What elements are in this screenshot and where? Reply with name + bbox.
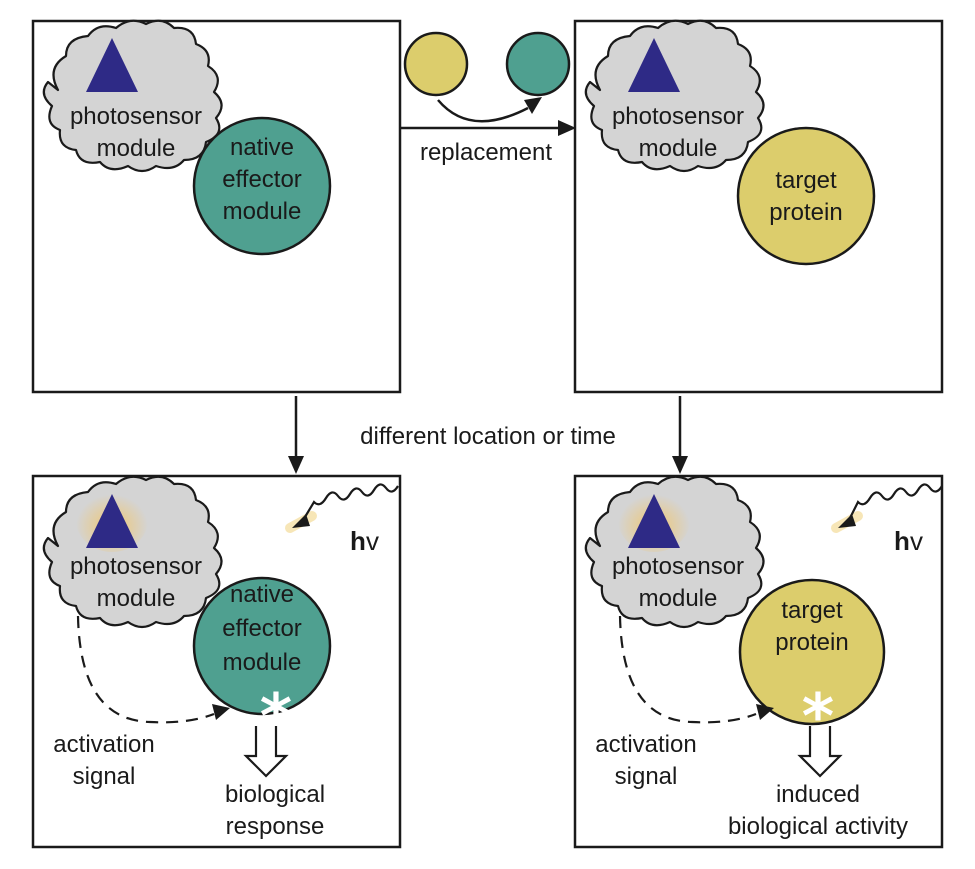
- response-label-1: biological: [225, 781, 325, 808]
- effector-label-3: module: [223, 198, 302, 225]
- response-label-2: response: [226, 813, 325, 840]
- target-label-2: protein: [769, 199, 842, 226]
- effector-label-3: module: [223, 649, 302, 676]
- swap-curve-arrow: [437, 99, 529, 123]
- photosensor-module-label: module: [639, 135, 718, 162]
- target-label-1: target: [781, 597, 843, 624]
- swap-teal-circle: [505, 31, 571, 97]
- light-wave: [301, 483, 399, 523]
- light-arrowhead: [292, 514, 310, 528]
- native-effector-circle: [192, 576, 332, 716]
- photosensor-label: photosensor: [70, 553, 202, 580]
- light-nu: v: [910, 526, 923, 556]
- activation-dashed-arrow: [618, 615, 757, 724]
- chromophore-triangle: [628, 38, 680, 92]
- photosensor-module-label: module: [97, 135, 176, 162]
- light-wave: [847, 483, 943, 523]
- light-nu: v: [366, 526, 379, 556]
- activation-label-2: signal: [615, 763, 678, 790]
- replacement-connector: replacement: [400, 31, 576, 166]
- target-label-2: protein: [775, 629, 848, 656]
- swap-arrowhead: [524, 97, 542, 114]
- photosensor-label: photosensor: [612, 553, 744, 580]
- down-connectors: different location or time: [288, 396, 688, 474]
- effector-label-2: effector: [222, 166, 302, 193]
- response-open-arrow: [243, 726, 289, 778]
- different-location-label: different location or time: [360, 423, 616, 450]
- photosensor-label: photosensor: [70, 103, 202, 130]
- light-h: h: [350, 526, 366, 556]
- activation-label-1: activation: [53, 731, 154, 758]
- down-arrowhead-left: [288, 456, 304, 474]
- chromophore-triangle: [86, 38, 138, 92]
- effector-label-1: native: [230, 134, 294, 161]
- target-protein-circle: [738, 578, 886, 726]
- swap-yellow-circle: [403, 31, 469, 97]
- replacement-label: replacement: [420, 139, 552, 166]
- activation-arrowhead: [756, 704, 774, 720]
- photosensor-cloud: [584, 19, 765, 173]
- native-effector-circle: [192, 116, 332, 256]
- photosensor-module-label: module: [639, 585, 718, 612]
- panel-top-left: photosensor module native effector modul…: [31, 19, 402, 394]
- panel-top-right: photosensor module target protein: [573, 19, 944, 394]
- activation-dashed-arrow: [76, 615, 215, 724]
- effector-label-1: native: [230, 581, 294, 608]
- photosensor-label: photosensor: [612, 103, 744, 130]
- activity-label-1: induced: [776, 781, 860, 808]
- target-label-1: target: [775, 167, 837, 194]
- activation-label-1: activation: [595, 731, 696, 758]
- down-arrowhead-right: [672, 456, 688, 474]
- activation-label-2: signal: [73, 763, 136, 790]
- activation-arrowhead: [212, 704, 230, 720]
- effector-label-2: effector: [222, 615, 302, 642]
- activity-open-arrow: [797, 726, 843, 778]
- chromophore-triangle: [86, 494, 138, 548]
- replacement-arrowhead: [558, 120, 576, 136]
- activity-label-2: biological activity: [728, 813, 908, 840]
- panel-bottom-right: photosensor module target protein * h v …: [573, 474, 944, 849]
- target-protein-circle: [736, 126, 876, 266]
- light-h: h: [894, 526, 910, 556]
- chromophore-triangle: [628, 494, 680, 548]
- light-arrowhead: [838, 514, 856, 528]
- photosensor-module-label: module: [97, 585, 176, 612]
- photosensor-cloud: [42, 19, 223, 173]
- panel-bottom-left: photosensor module native effector modul…: [31, 474, 402, 849]
